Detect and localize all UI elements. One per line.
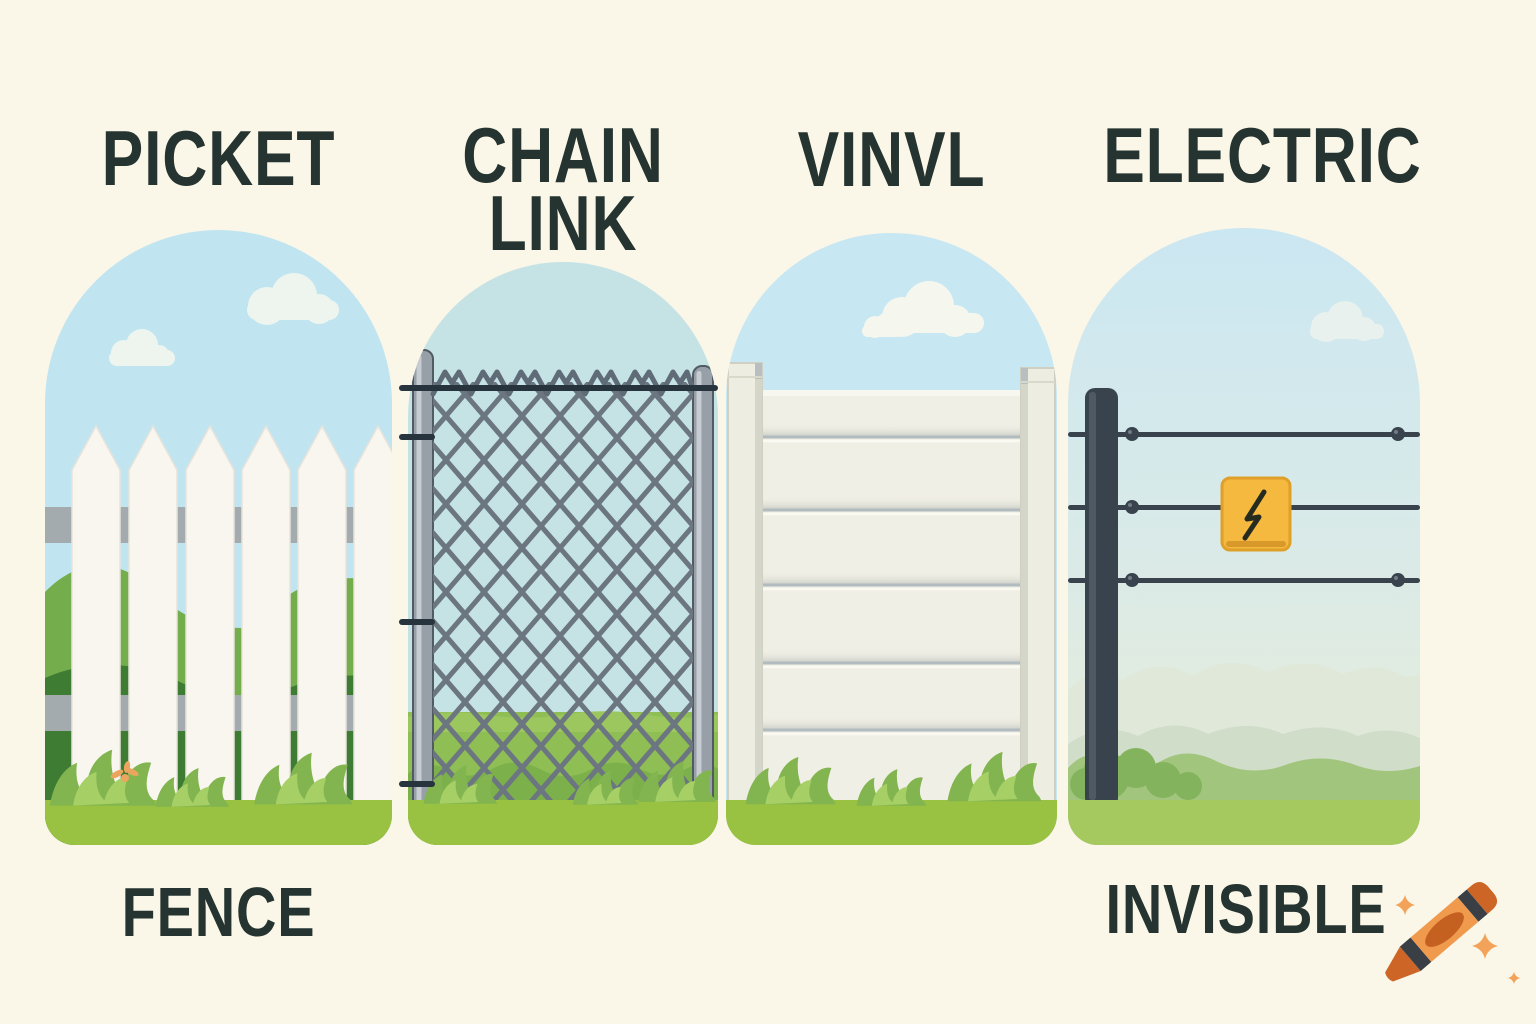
warning-sign: [1220, 476, 1292, 552]
mesh-top-twists: [430, 369, 696, 397]
fence-post-right: [692, 365, 714, 811]
board-grooves: [762, 423, 1021, 736]
chain-top-wire: [399, 385, 718, 391]
vinyl-title: VINVL: [726, 117, 1057, 201]
pickets: [71, 424, 392, 835]
electric-fence-panel: [1068, 228, 1420, 845]
post-bracket: [399, 619, 435, 625]
cloud-icon: [862, 281, 984, 338]
picket-fence-panel: [45, 230, 392, 845]
vinyl-boards: [762, 390, 1021, 845]
picket-fence-graphic: [45, 230, 392, 845]
board-top-edge: [762, 390, 1021, 396]
wire-insulators: [1125, 427, 1405, 587]
picket-title: PICKET: [45, 116, 392, 200]
chain-title-line2: LINK: [488, 179, 638, 267]
vinyl-title-text: VINVL: [797, 115, 986, 203]
chain-link-fence-graphic: [408, 262, 718, 845]
post-bracket: [399, 781, 435, 787]
grass-strip: [45, 800, 392, 845]
grass-strip: [726, 800, 1057, 845]
vinyl-fence-graphic: [726, 233, 1057, 845]
electric-bottom-label: INVISIBLE: [1068, 869, 1424, 949]
picket-board: [241, 424, 291, 835]
grass-strip: [408, 800, 718, 845]
electric-wire: [1068, 578, 1420, 583]
chain-link-fence-panel: [408, 262, 718, 845]
picket-board: [353, 424, 392, 835]
cloud-icon: [109, 329, 175, 366]
crayon-body: [1385, 882, 1498, 982]
chain-mesh: [433, 382, 693, 812]
picket-board: [185, 424, 235, 835]
vinyl-post-left: [727, 362, 763, 845]
picket-title-text: PICKET: [101, 114, 336, 202]
electric-title-text: ELECTRIC: [1103, 111, 1422, 199]
fence-post-left: [412, 349, 434, 811]
flower-icon: [110, 761, 139, 782]
fence-label-text: FENCE: [121, 873, 316, 951]
crayon-icon: [1385, 882, 1520, 984]
cloud-icon: [1310, 301, 1384, 342]
sparkle-icon: [1395, 895, 1520, 984]
electric-fence-graphic: [1068, 228, 1420, 845]
chain-link-title: CHAIN LINK: [408, 111, 718, 267]
electric-post: [1085, 388, 1118, 808]
electric-wire: [1068, 432, 1420, 437]
chain-title-line1: CHAIN: [462, 111, 664, 199]
lightning-bolt-icon: [1242, 489, 1267, 541]
invisible-label-text: INVISIBLE: [1105, 870, 1387, 948]
post-bracket: [399, 434, 435, 440]
grass-strip: [1068, 800, 1420, 845]
vinyl-fence-panel: [726, 233, 1057, 845]
cloud-icon: [247, 273, 339, 325]
electric-title: ELECTRIC: [1068, 111, 1422, 199]
picket-bottom-label: FENCE: [45, 872, 392, 952]
